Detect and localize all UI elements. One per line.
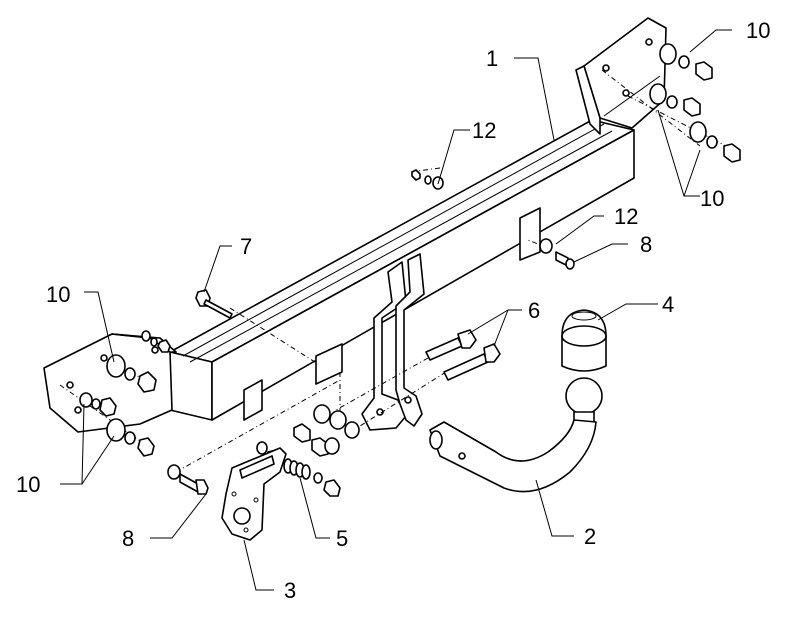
hardware-right-bolt	[539, 238, 575, 270]
hardware-left	[79, 330, 171, 457]
leader-lines	[60, 29, 732, 591]
callout-10-mid-right: 10	[700, 186, 724, 211]
callout-3: 3	[284, 578, 296, 603]
hardware-bolt-7	[195, 289, 233, 319]
hardware-top-center	[411, 169, 444, 190]
tow-hitch-arm-part-2	[429, 377, 603, 493]
socket-plate-part-3	[221, 447, 287, 541]
callout-8-left: 8	[122, 526, 134, 551]
right-mounting-bracket	[575, 17, 667, 135]
hardware-bolt-8-left	[167, 464, 209, 495]
callout-2: 2	[584, 524, 596, 549]
hardware-center	[256, 404, 360, 465]
callout-4: 4	[662, 292, 674, 317]
callout-10-top-right: 10	[746, 18, 770, 43]
callout-6: 6	[528, 298, 540, 323]
hardware-top-right	[649, 43, 741, 163]
callout-12-right: 12	[614, 204, 638, 229]
callout-7: 7	[240, 234, 252, 259]
callout-5: 5	[336, 526, 348, 551]
spring-part-5	[283, 458, 341, 497]
bolts-part-6	[425, 329, 501, 381]
beam-tabs	[243, 207, 541, 421]
callout-10-left-top: 10	[46, 282, 70, 307]
callout-10-left-bottom: 10	[16, 472, 40, 497]
callout-1: 1	[486, 46, 498, 71]
crossbar-beam	[169, 119, 635, 421]
ball-cover-part-4	[561, 309, 607, 372]
callout-8-right: 8	[640, 232, 652, 257]
callout-12-top: 12	[472, 118, 496, 143]
